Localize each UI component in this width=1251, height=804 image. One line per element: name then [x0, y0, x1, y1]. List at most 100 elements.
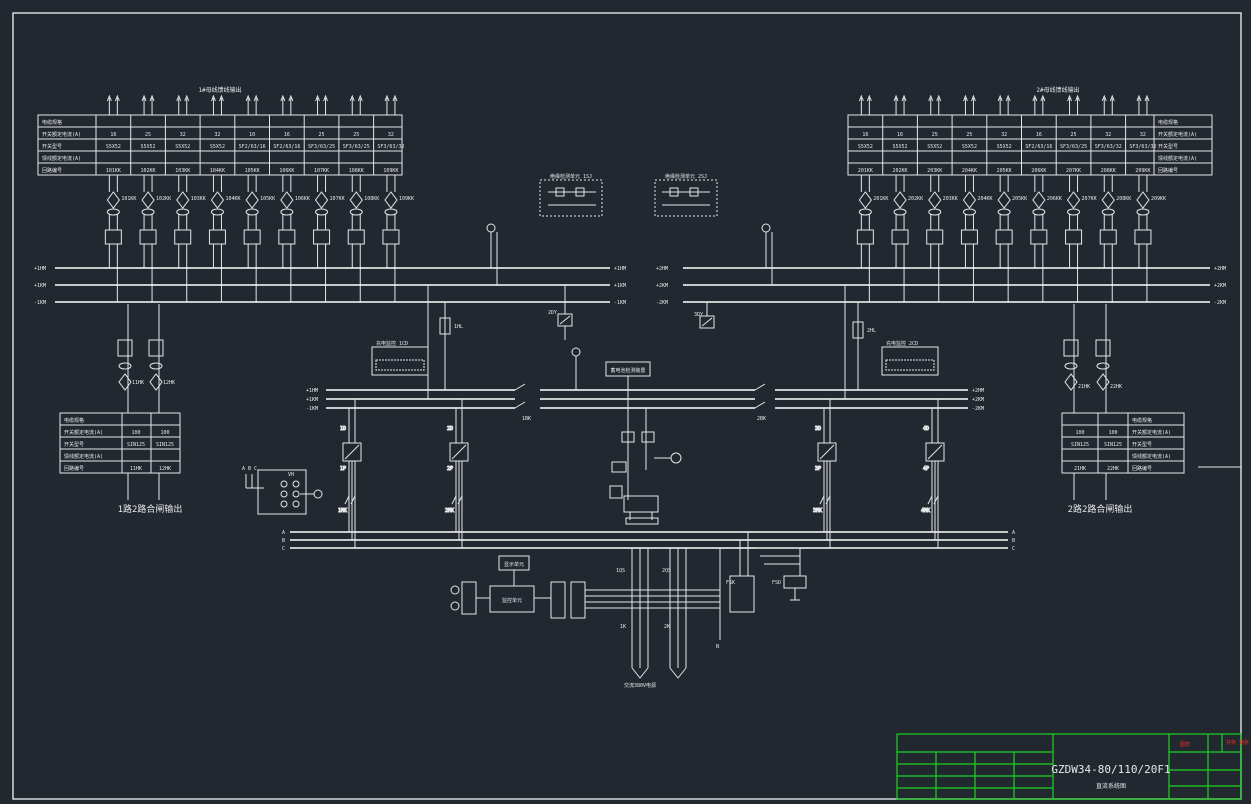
- rf-id-5: 206KK: [1031, 168, 1046, 174]
- rf-feeder-7: [1099, 94, 1117, 302]
- rbt-row-2: 开关型号: [1132, 441, 1152, 448]
- controller-label: 监控单元: [502, 597, 522, 604]
- lf-breaker-label-1: 102KK: [156, 196, 171, 202]
- rf-model-8: SF3/63/32: [1129, 144, 1156, 150]
- module-mk-1: 1MK: [338, 508, 347, 514]
- rf-rating-5: 16: [1036, 132, 1042, 138]
- left-feeder-block: 1#母线馈线输出 电缆规格 开关额定电流(A) 开关型号 馈线额定电流(A) 回…: [37, 86, 414, 391]
- rf-id-1: 202KK: [893, 168, 908, 174]
- lf-breaker-label-3: 104KK: [225, 196, 240, 202]
- module-zk-3: 3D: [815, 426, 821, 432]
- module-zk-2: 2D: [447, 426, 453, 432]
- ac-buses: A B C A B C: [282, 530, 1015, 552]
- lf-feeder-7: [347, 94, 365, 302]
- module-label-4: 4P: [923, 466, 929, 472]
- rf-model-5: SF2/63/16: [1025, 144, 1052, 150]
- module-label-2: 2P: [447, 466, 453, 472]
- rf-rating-3: 25: [966, 132, 972, 138]
- module-mk-3: 3MK: [813, 508, 822, 514]
- rf-rating-6: 25: [1071, 132, 1077, 138]
- rbt-model-1: SIN125: [1104, 442, 1122, 448]
- rf-breaker-label-7: 208KK: [1116, 196, 1131, 202]
- lf-model-0: S5X52: [106, 144, 121, 150]
- lf-breaker-label-7: 108KK: [364, 196, 379, 202]
- rf-id-8: 209KK: [1135, 168, 1150, 174]
- ac-bus-c-r: C: [1012, 546, 1015, 552]
- battery-monitor: 蓄电池检测装置: [605, 361, 682, 525]
- bus-right-label-1: +2KM: [656, 283, 668, 289]
- right-closing-switch-1: [1063, 339, 1079, 391]
- module-mk-2: 2MK: [445, 508, 454, 514]
- lf-id-0: 101KK: [106, 168, 121, 174]
- lf-id-2: 103KK: [175, 168, 190, 174]
- bus-right-label-0: +2HM: [656, 266, 668, 272]
- rf-model-6: SF3/63/25: [1060, 144, 1087, 150]
- module-zk-4: 4D: [923, 426, 929, 432]
- cbus-right-1: +2KM: [972, 397, 984, 403]
- rf-rating-4: 32: [1001, 132, 1007, 138]
- rf-feeder-6: [1065, 94, 1083, 302]
- cbus-right-2: -2KM: [972, 406, 984, 412]
- bus-right-end-2: -2KM: [1214, 300, 1226, 306]
- rf-breaker-label-3: 204KK: [977, 196, 992, 202]
- right-closing-output: 电缆规格 开关额定电流(A) 开关型号 馈线额定电流(A) 回路编号 100 1…: [1061, 304, 1241, 515]
- right-row-label-0: 电缆规格: [1158, 119, 1178, 126]
- rbt-row-3: 馈线额定电流(A): [1132, 453, 1171, 460]
- rf-feeder-5: [1030, 94, 1048, 302]
- ac-bus-b: B: [282, 538, 285, 544]
- rf-id-0: 201KK: [858, 168, 873, 174]
- lf-feeder-8: [382, 94, 400, 302]
- qs2: 2QS: [662, 568, 671, 574]
- left-closing-output: 电缆规格 开关额定电流(A) 开关型号 馈线额定电流(A) 回路编号 100 1…: [59, 304, 182, 515]
- charge-monitor-left: 充电监控 1CD: [371, 340, 429, 376]
- lf-model-2: S5X52: [175, 144, 190, 150]
- lf-feeder-0: [104, 94, 122, 302]
- left-row-label-4: 回路编号: [42, 167, 62, 174]
- ac-voltmeter: A B C VH: [242, 466, 323, 515]
- rf-id-4: 205KK: [997, 168, 1012, 174]
- bus-left-label-2: -1KM: [34, 300, 46, 306]
- lf-id-4: 105KK: [245, 168, 260, 174]
- lf-id-8: 109KK: [383, 168, 398, 174]
- drawing-frame: [12, 12, 1242, 800]
- lf-rating-2: 32: [180, 132, 186, 138]
- display-label: 显示单元: [504, 561, 524, 568]
- charge-monitor-left-label: 充电监控 1CD: [376, 340, 408, 347]
- fsk-label: FSK: [726, 580, 735, 586]
- dc-buses: +1HM +1KM -1KM +1HM +1KM -1KM +2HM +2KM …: [34, 266, 1226, 306]
- rf-breaker-label-2: 203KK: [943, 196, 958, 202]
- rf-breaker-label-0: 201KK: [873, 196, 888, 202]
- lf-model-4: SF2/63/16: [239, 144, 266, 150]
- insulation-monitor-left: 绝缘检测单元 1SJ: [539, 173, 603, 217]
- bus-left-label-0: +1HM: [34, 266, 46, 272]
- bus-right-end-0: +2HM: [1214, 266, 1226, 272]
- right-row-label-4: 回路编号: [1158, 167, 1178, 174]
- lf-breaker-label-5: 106KK: [295, 196, 310, 202]
- rf-breaker-label-1: 202KK: [908, 196, 923, 202]
- lf-breaker-label-0: 101KK: [121, 196, 136, 202]
- rf-rating-1: 16: [897, 132, 903, 138]
- monitor-right-label: 绝缘检测单元 2SJ: [665, 173, 707, 180]
- lbt-row-3: 馈线额定电流(A): [64, 453, 103, 460]
- bus-left-end-2: -1KM: [614, 300, 626, 306]
- dy-2: 3DY: [694, 312, 703, 318]
- bus-right-label-2: -2KM: [656, 300, 668, 306]
- left-closing-switch-1: [117, 339, 133, 391]
- lbt-row-2: 开关型号: [64, 441, 84, 448]
- ac-bus-a: A: [282, 530, 285, 536]
- right-closing-id-2: 22HK: [1110, 384, 1122, 390]
- lf-rating-7: 25: [353, 132, 359, 138]
- lf-model-7: SF3/63/25: [343, 144, 370, 150]
- rectifier-module-2: 2P 2MK 2D: [445, 399, 469, 548]
- rbt-row-0: 电缆规格: [1132, 417, 1152, 424]
- left-row-label-0: 电缆规格: [42, 119, 62, 126]
- lf-model-3: S5X52: [210, 144, 225, 150]
- lf-id-7: 108KK: [349, 168, 364, 174]
- lf-feeder-2: [174, 94, 192, 302]
- right-feeder-caption: 2#母线馈线输出: [1036, 86, 1079, 94]
- right-row-label-2: 开关型号: [1158, 143, 1178, 150]
- bus-left-end-1: +1KM: [614, 283, 626, 289]
- rf-feeder-2: [926, 94, 944, 302]
- lf-rating-1: 25: [145, 132, 151, 138]
